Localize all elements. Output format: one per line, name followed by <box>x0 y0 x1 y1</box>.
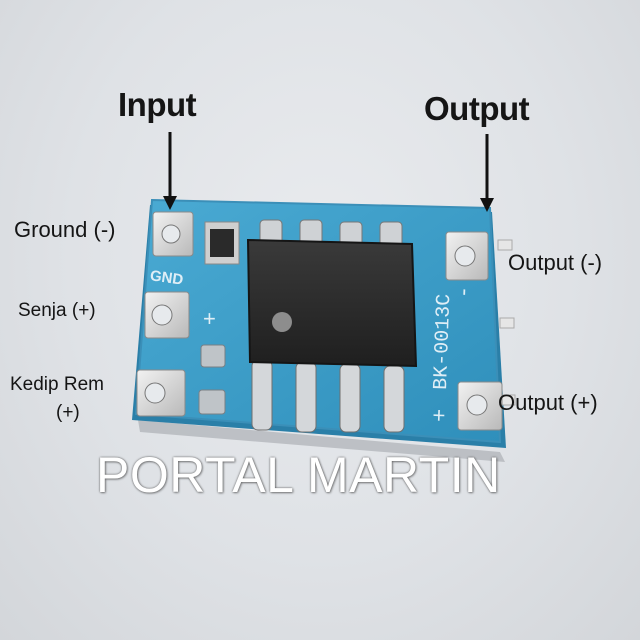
chip-pins-bottom <box>251 359 405 433</box>
silk-gnd: GND <box>149 267 185 288</box>
label-output-plus: Output (+) <box>498 390 598 415</box>
smd-resistor <box>204 221 240 265</box>
arrow-output <box>480 134 494 212</box>
silk-plus: + <box>203 306 216 331</box>
pad-output-minus <box>445 231 489 281</box>
pad-ground <box>152 211 194 257</box>
pad-kedip-rem <box>136 369 186 417</box>
board-shadow <box>138 420 505 462</box>
solder-pads <box>198 344 226 415</box>
label-output-minus: Output (-) <box>508 250 603 275</box>
silk-code: BK-0013C <box>430 293 456 390</box>
chip-pins-top <box>259 219 403 249</box>
watermark-text: PORTAL MARTIN <box>96 447 501 503</box>
pad-senja <box>144 291 190 339</box>
label-senja: Senja (+) <box>18 300 96 321</box>
label-output: Output <box>424 90 530 127</box>
silkscreen: GND + BK-0013C - + <box>149 267 475 422</box>
label-kedip-rem-sign: (+) <box>56 402 80 423</box>
silk-plus-right: + <box>426 408 451 422</box>
silk-minus: - <box>450 288 475 296</box>
pad-output-plus <box>457 381 503 431</box>
label-ground: Ground (-) <box>14 217 116 242</box>
label-kedip-rem: Kedip Rem <box>10 374 104 395</box>
label-input: Input <box>118 86 197 123</box>
ic-chip <box>246 238 418 368</box>
arrow-input <box>163 132 177 210</box>
chip-dot-marker <box>272 312 292 332</box>
